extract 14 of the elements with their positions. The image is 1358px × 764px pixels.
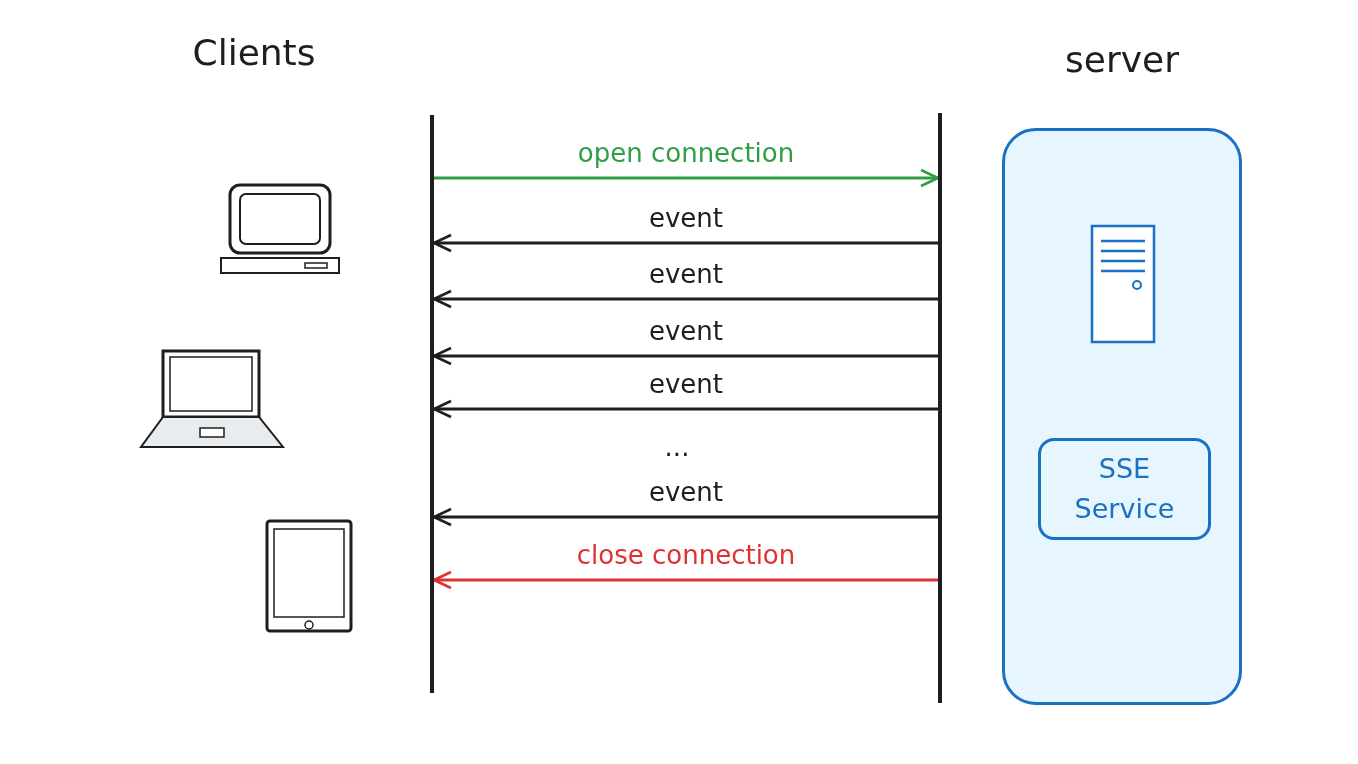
service-name: SSE Service — [1073, 451, 1176, 526]
lifeline — [430, 115, 434, 693]
arrow — [432, 346, 938, 366]
ellipsis: ... — [664, 432, 690, 462]
lifeline — [938, 113, 942, 703]
arrow — [432, 507, 938, 527]
arrow — [432, 289, 938, 309]
service-box — [1038, 438, 1211, 540]
heading: server — [1064, 39, 1180, 80]
arrow — [434, 168, 940, 188]
arrow — [432, 233, 938, 253]
arrow — [432, 570, 938, 590]
heading: Clients — [192, 32, 316, 73]
arrow — [432, 399, 938, 419]
